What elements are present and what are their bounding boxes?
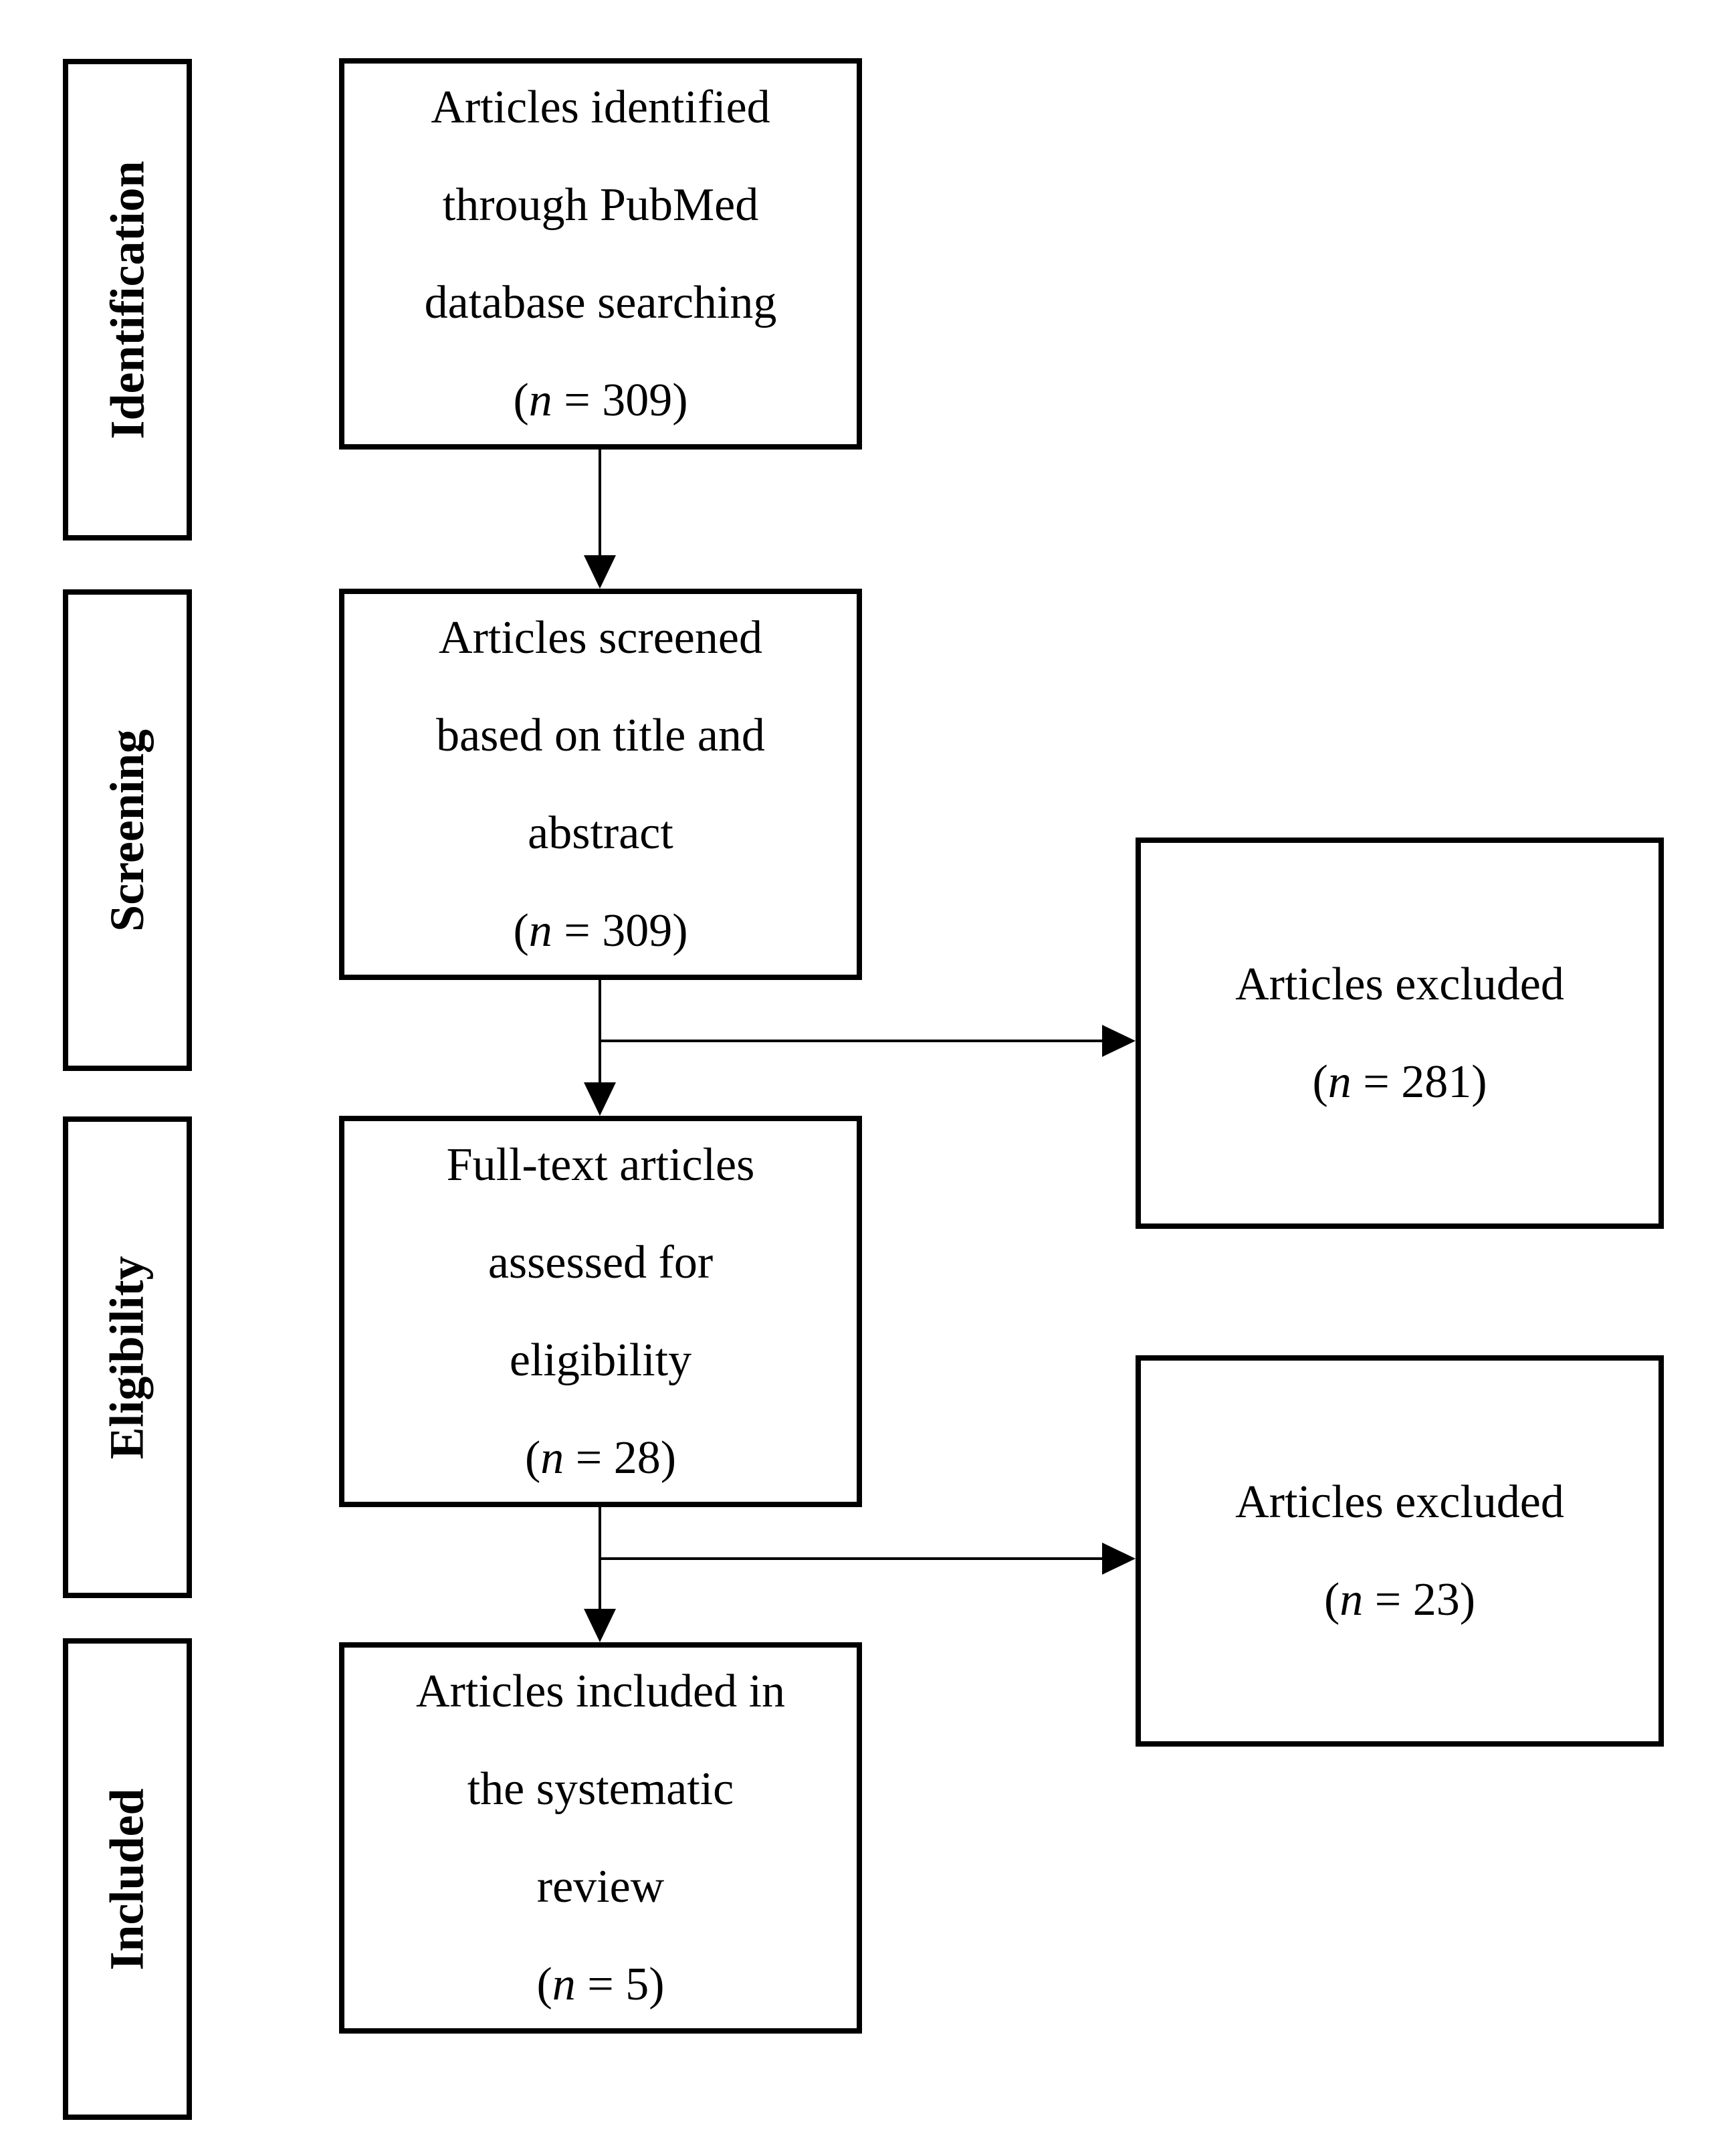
excluded-box-screening: Articles excluded (n = 281) — [1136, 838, 1664, 1229]
excluded-box-count: (n = 281) — [1312, 1056, 1487, 1108]
flow-box-line: based on title and — [436, 709, 765, 761]
flow-box-line: Articles identified — [431, 81, 770, 133]
connector-screening-to-excluded — [600, 1040, 1104, 1042]
stage-label-text: Identification — [100, 160, 154, 439]
flow-box-count: (n = 28) — [524, 1432, 677, 1484]
flow-box-line: review — [536, 1860, 665, 1913]
flow-box-line: the systematic — [467, 1763, 734, 1815]
arrowhead-down-icon — [584, 1082, 616, 1116]
arrowhead-right-icon — [1102, 1025, 1136, 1057]
connector-screening-to-eligibility — [599, 980, 601, 1084]
flow-box-line: Full-text articles — [446, 1139, 755, 1191]
arrowhead-down-icon — [584, 555, 616, 589]
flow-box-count: (n = 5) — [536, 1958, 665, 2010]
flow-box-identification: Articles identified through PubMed datab… — [339, 58, 862, 450]
excluded-box-line: Articles excluded — [1235, 958, 1564, 1010]
flow-box-line: Articles included in — [415, 1665, 786, 1717]
connector-eligibility-to-excluded — [600, 1557, 1104, 1560]
connector-identification-to-screening — [599, 450, 601, 557]
stage-label-screening: Screening — [63, 589, 192, 1071]
arrowhead-right-icon — [1102, 1543, 1136, 1575]
flow-box-count: (n = 309) — [513, 904, 688, 957]
stage-label-text: Screening — [100, 728, 154, 932]
arrowhead-down-icon — [584, 1609, 616, 1642]
flow-box-line: database searching — [424, 276, 777, 328]
flow-box-line: abstract — [528, 807, 673, 859]
flow-box-screening: Articles screened based on title and abs… — [339, 589, 862, 980]
excluded-box-count: (n = 23) — [1323, 1573, 1476, 1626]
stage-label-identification: Identification — [63, 59, 192, 541]
excluded-box-line: Articles excluded — [1235, 1476, 1564, 1528]
stage-label-included: Included — [63, 1638, 192, 2120]
flow-box-line: through PubMed — [442, 179, 759, 231]
stage-label-eligibility: Eligibility — [63, 1116, 192, 1598]
flow-box-line: Articles screened — [439, 611, 762, 664]
stage-label-text: Eligibility — [100, 1255, 154, 1460]
flow-box-line: assessed for — [488, 1236, 714, 1288]
flow-box-eligibility: Full-text articles assessed for eligibil… — [339, 1116, 862, 1507]
stage-label-text: Included — [100, 1787, 154, 1971]
flow-box-included: Articles included in the systematic revi… — [339, 1642, 862, 2034]
flow-box-line: eligibility — [509, 1334, 692, 1386]
excluded-box-eligibility: Articles excluded (n = 23) — [1136, 1355, 1664, 1747]
flow-box-count: (n = 309) — [513, 374, 688, 426]
